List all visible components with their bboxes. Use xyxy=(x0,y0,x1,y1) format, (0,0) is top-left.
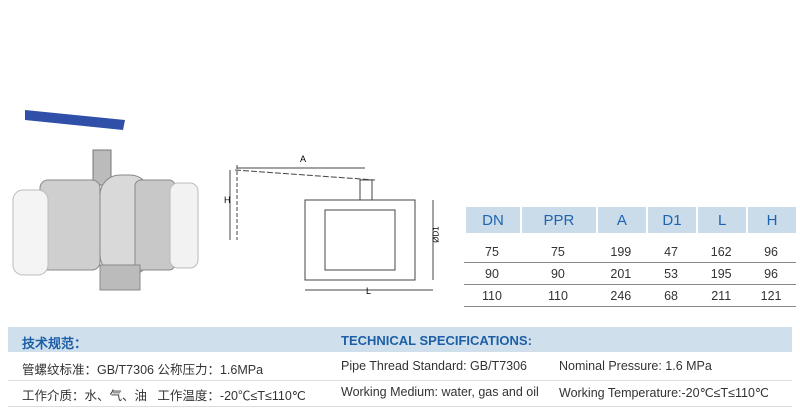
cell: 90 xyxy=(519,263,596,285)
cell: 90 xyxy=(464,263,520,285)
cell: 75 xyxy=(519,241,596,263)
col-ppr: PPR xyxy=(519,207,596,233)
specs-header: 技术规范： TECHNICAL SPECIFICATIONS: xyxy=(8,327,792,352)
spec-cn: 管螺纹标准：GB/T7306 公称压力：1.6MPa xyxy=(22,363,264,377)
spec-en-2: Nominal Pressure: 1.6 MPa xyxy=(559,359,712,373)
col-d1: D1 xyxy=(645,207,697,233)
specs-title-en: TECHNICAL SPECIFICATIONS: xyxy=(341,333,532,348)
spec-cn: 工作介质：水、气、油 工作温度：-20℃≤T≤110℃ xyxy=(22,389,306,403)
col-a: A xyxy=(595,207,646,233)
cell: 211 xyxy=(696,285,747,307)
cell: 53 xyxy=(645,263,697,285)
cell: 162 xyxy=(696,241,747,263)
specs-title-cn: 技术规范： xyxy=(22,336,88,351)
dimension-h: H xyxy=(224,195,231,205)
table-header-row: DN PPR A D1 L H xyxy=(464,207,796,233)
dimension-a: A xyxy=(300,154,307,164)
cell: 121 xyxy=(746,285,796,307)
dimension-l: L xyxy=(366,286,372,296)
cell: 96 xyxy=(746,263,796,285)
cell: 110 xyxy=(519,285,596,307)
dimension-d1: ØD1 xyxy=(431,226,441,243)
spec-en-1: Pipe Thread Standard: GB/T7306 xyxy=(341,359,527,373)
col-h: H xyxy=(746,207,796,233)
valve-handle xyxy=(25,110,125,130)
cell: 47 xyxy=(645,241,697,263)
cell: 68 xyxy=(645,285,697,307)
ball-valve-photo xyxy=(12,110,199,291)
cell: 110 xyxy=(464,285,520,307)
col-l: L xyxy=(696,207,747,233)
cell: 75 xyxy=(464,241,520,263)
spec-en-1: Working Medium: water, gas and oil xyxy=(341,385,539,399)
cell: 96 xyxy=(746,241,796,263)
spec-row: 管螺纹标准：GB/T7306 公称压力：1.6MPa Pipe Thread S… xyxy=(8,354,792,381)
cell: 195 xyxy=(696,263,747,285)
technical-drawing xyxy=(229,165,434,291)
col-dn: DN xyxy=(464,207,520,233)
spec-row: 工作介质：水、气、油 工作温度：-20℃≤T≤110℃ Working Medi… xyxy=(8,380,792,407)
cell: 201 xyxy=(595,263,646,285)
spec-en-2: Working Temperature:-20℃≤T≤110℃ xyxy=(559,386,769,400)
cell: 199 xyxy=(595,241,646,263)
cell: 246 xyxy=(595,285,646,307)
